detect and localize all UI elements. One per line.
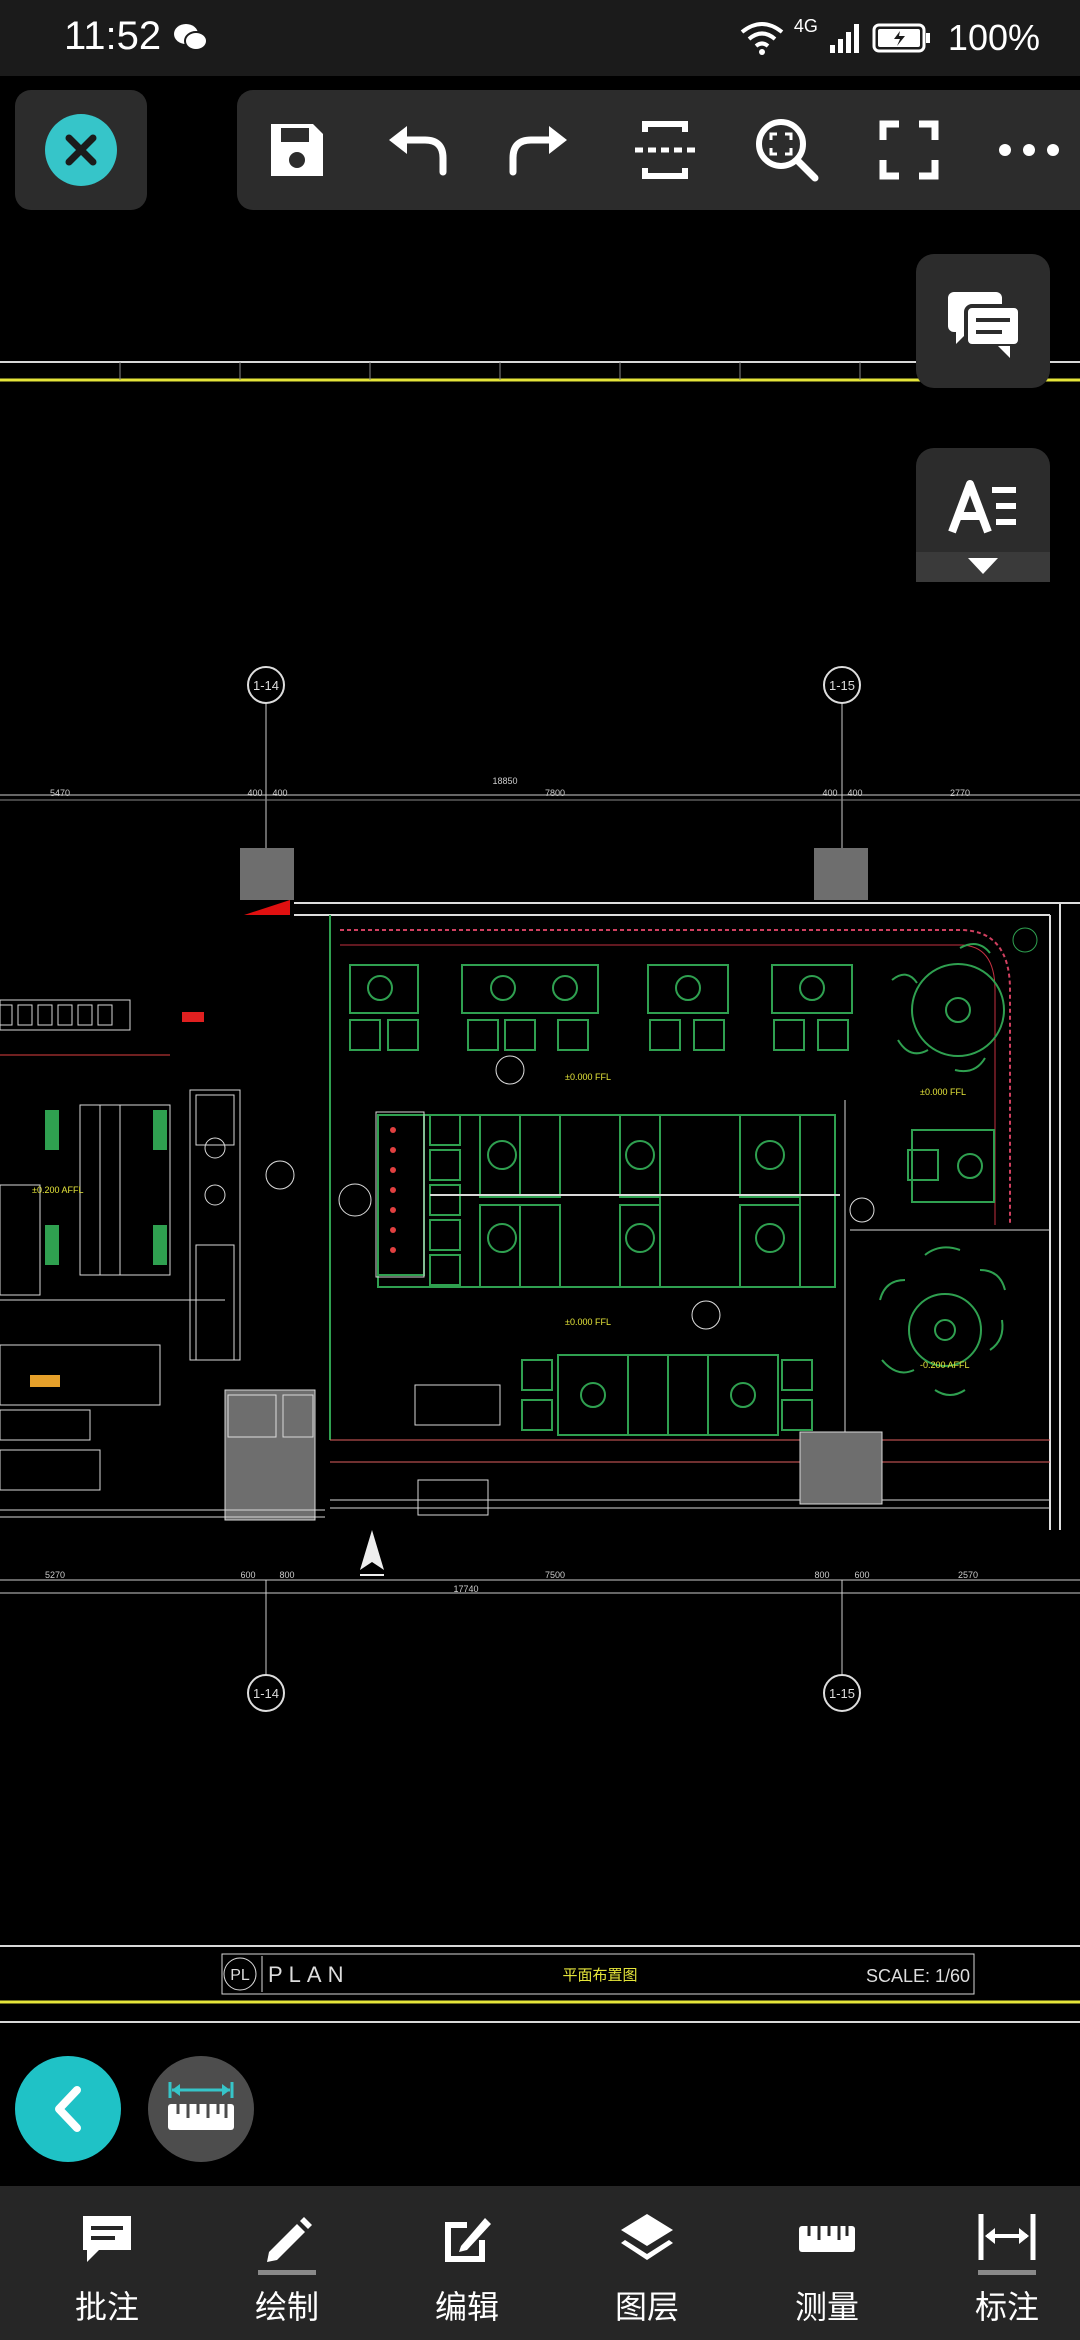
title-plan: PLAN xyxy=(268,1962,349,1987)
level-label-2: ±0.000 FFL xyxy=(565,1317,611,1327)
dim-bottom-6: 600 xyxy=(854,1570,869,1580)
title-block xyxy=(221,1953,975,1995)
nav-label-edit: 编辑 xyxy=(434,2289,499,2325)
floor-plan: 1-14 1-15 18850 5470 400 400 7800 400 40… xyxy=(0,361,1080,2023)
more-button[interactable] xyxy=(989,110,1069,190)
nav-label-measure: 测量 xyxy=(794,2289,859,2325)
zoom-extents-icon xyxy=(756,119,819,182)
save-button[interactable] xyxy=(257,110,337,190)
level-label-4: ±0.200 AFFL xyxy=(32,1185,83,1195)
dim-top-6: 400 xyxy=(847,788,862,798)
redo-button[interactable] xyxy=(499,110,579,190)
measure-distance-icon xyxy=(168,2082,234,2130)
status-time: 11:52 xyxy=(64,14,162,58)
drawing-scale: SCALE: 1/60 xyxy=(866,1966,970,1986)
text-style-icon xyxy=(916,480,1050,582)
zoom-extents-button[interactable] xyxy=(747,110,827,190)
grid-bubble-bottom-2 xyxy=(823,1674,861,1712)
redo-icon xyxy=(509,126,567,176)
dimension-icon xyxy=(978,2214,1036,2260)
save-icon xyxy=(271,124,323,176)
title-logo: PL xyxy=(230,1967,250,1984)
grid-bubble-bottom-1 xyxy=(247,1674,285,1712)
more-icon xyxy=(999,144,1059,156)
nav-measure[interactable]: 测量 xyxy=(752,2186,902,2340)
grid-label-top-2: 1-15 xyxy=(829,678,855,693)
nav-label-layers: 图层 xyxy=(614,2289,679,2325)
battery-icon xyxy=(872,23,930,53)
layers-icon xyxy=(621,2214,673,2260)
grid-label-top-1: 1-14 xyxy=(253,678,279,693)
level-label-1: ±0.000 FFL xyxy=(565,1072,611,1082)
nav-draw[interactable]: 绘制 xyxy=(212,2186,362,2340)
undo-button[interactable] xyxy=(377,110,457,190)
dim-bottom-3: 800 xyxy=(279,1570,294,1580)
chevron-left-icon xyxy=(55,2086,81,2132)
bottom-navigation: 批注 绘制 编辑 图层 测量 xyxy=(0,2186,1080,2340)
nav-label-draw: 绘制 xyxy=(254,2289,319,2325)
battery-percent: 100% xyxy=(947,17,1040,58)
fullscreen-button[interactable] xyxy=(869,110,949,190)
measure-distance-button[interactable] xyxy=(148,2056,254,2162)
title-chinese: 平面布置图 xyxy=(562,1966,637,1984)
wifi-icon xyxy=(740,22,784,55)
grid-bubble-top-2 xyxy=(823,666,861,704)
dim-bottom-1: 5270 xyxy=(45,1570,65,1580)
north-arrow xyxy=(360,1530,384,1570)
dim-bottom-4: 7500 xyxy=(545,1570,565,1580)
signal-icon xyxy=(829,24,859,53)
section-button[interactable] xyxy=(625,110,705,190)
grid-bubble-top-1 xyxy=(247,666,285,704)
dim-top-total: 18850 xyxy=(492,776,517,786)
nav-label-annotate: 批注 xyxy=(74,2289,139,2325)
dim-top-1: 5470 xyxy=(50,788,70,798)
nav-layers[interactable]: 图层 xyxy=(572,2186,722,2340)
close-button[interactable] xyxy=(15,90,147,210)
section-icon xyxy=(635,121,695,179)
pencil-icon xyxy=(267,2217,312,2262)
fullscreen-icon xyxy=(879,120,939,180)
network-type: 4G xyxy=(793,15,818,36)
text-style-button[interactable] xyxy=(916,448,1050,582)
nav-dimension[interactable]: 标注 xyxy=(932,2186,1080,2340)
dim-bottom-7: 2570 xyxy=(958,1570,978,1580)
level-label-5: -0.200 AFFL xyxy=(920,1360,970,1370)
comments-icon xyxy=(948,292,1022,358)
ruler-icon xyxy=(799,2226,855,2252)
wechat-icon xyxy=(174,24,208,51)
dim-top-7: 2770 xyxy=(950,788,970,798)
grid-label-bottom-1: 1-14 xyxy=(253,1686,279,1701)
dim-top-3: 400 xyxy=(272,788,287,798)
back-button[interactable] xyxy=(15,2056,121,2162)
dim-bottom-total: 17740 xyxy=(453,1584,478,1594)
comments-button[interactable] xyxy=(916,254,1050,388)
nav-label-dimension: 标注 xyxy=(974,2289,1039,2325)
undo-icon xyxy=(389,126,447,176)
dim-top-5: 400 xyxy=(822,788,837,798)
edit-icon xyxy=(445,2218,491,2262)
grid-label-bottom-2: 1-15 xyxy=(829,1686,855,1701)
cad-drawing-canvas[interactable]: 1-14 1-15 18850 5470 400 400 7800 400 40… xyxy=(0,76,1080,2186)
dim-top-2: 400 xyxy=(247,788,262,798)
level-label-3: ±0.000 FFL xyxy=(920,1087,966,1097)
status-bar: 11:52 4G 100% xyxy=(0,0,1080,76)
nav-edit[interactable]: 编辑 xyxy=(392,2186,542,2340)
nav-annotate[interactable]: 批注 xyxy=(32,2186,182,2340)
dim-bottom-5: 800 xyxy=(814,1570,829,1580)
dim-bottom-2: 600 xyxy=(240,1570,255,1580)
comment-icon xyxy=(83,2216,131,2262)
top-toolbar xyxy=(237,90,1080,210)
dim-top-4: 7800 xyxy=(545,788,565,798)
close-icon xyxy=(65,134,97,166)
